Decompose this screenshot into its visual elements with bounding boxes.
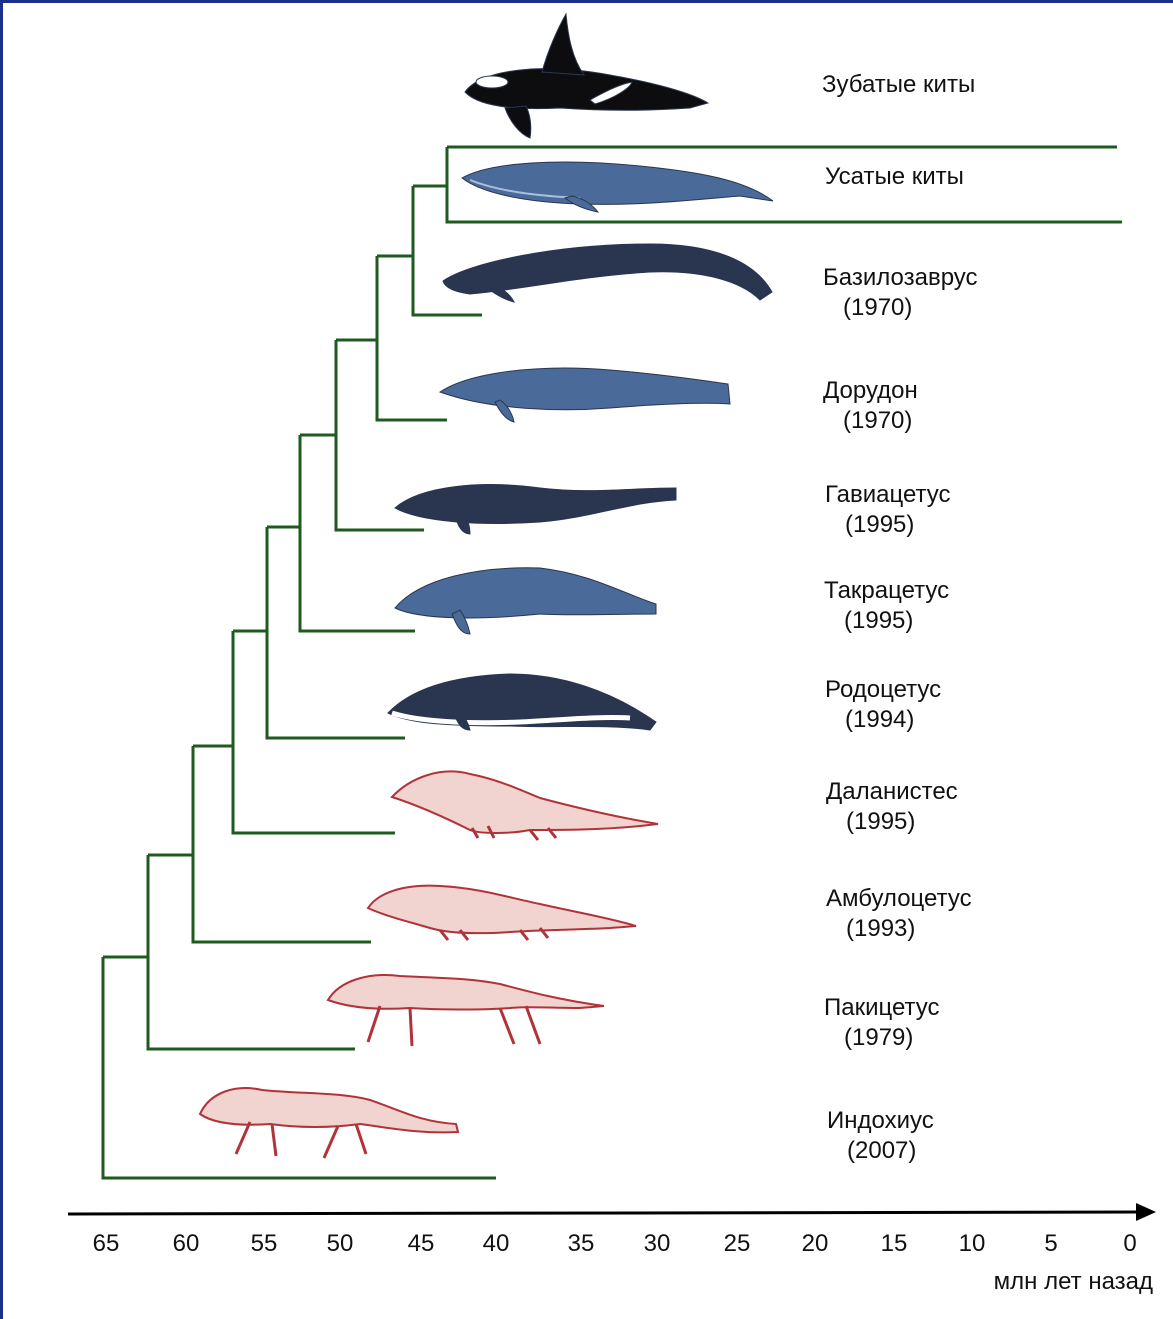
axis-tick-label: 55 <box>251 1230 278 1258</box>
axis-tick-label: 25 <box>724 1230 751 1258</box>
taxon-name: Родоцетус <box>825 676 941 703</box>
taxon-name: Усатые киты <box>825 163 964 190</box>
taxon-name: Гавиацетус <box>825 481 951 508</box>
taxon-label: Даланистес (1995) <box>826 777 958 837</box>
taxon-label: Дорудон (1970) <box>823 376 918 436</box>
taxon-year: (1993) <box>826 914 972 944</box>
indohyus-body <box>200 1088 458 1132</box>
axis-tick-label: 20 <box>802 1230 829 1258</box>
ambulocetus-illustration <box>368 886 636 940</box>
taxon-label: Пакицетус (1979) <box>824 993 940 1053</box>
taxon-year: (2007) <box>827 1136 934 1166</box>
orca-illustration <box>465 14 708 138</box>
axis-tick-label: 50 <box>327 1230 354 1258</box>
branch-stem-4 <box>300 435 415 631</box>
taxon-label: Амбулоцетус (1993) <box>826 884 972 944</box>
taxon-label: Усатые киты <box>825 162 964 192</box>
georgiacetus-body <box>395 485 676 524</box>
taxon-label: Индохиус (2007) <box>827 1106 934 1166</box>
dalanistes-body <box>392 771 658 833</box>
axis-tick-label: 60 <box>173 1230 200 1258</box>
rodhocetus-illustration <box>388 674 656 730</box>
baleen-whale-body <box>462 162 773 204</box>
time-axis-line <box>68 1212 1142 1214</box>
orca-body <box>465 69 708 111</box>
takracetus-illustration <box>395 568 656 634</box>
taxon-name: Даланистес <box>826 778 958 805</box>
taxon-year: (1970) <box>823 293 978 323</box>
taxon-name: Дорудон <box>823 377 918 404</box>
taxon-label: Зубатые киты <box>822 70 975 100</box>
axis-tick-label: 10 <box>959 1230 986 1258</box>
basilosaurus-illustration <box>443 244 772 302</box>
taxon-year: (1995) <box>826 807 958 837</box>
taxon-name: Индохиус <box>827 1107 934 1134</box>
taxon-label: Базилозаврус (1970) <box>823 263 978 323</box>
taxon-name: Базилозаврус <box>823 264 978 291</box>
branch-stem-8 <box>148 855 355 1049</box>
axis-tick-label: 65 <box>93 1230 120 1258</box>
branch-stem-6 <box>233 631 395 833</box>
orca-flipper <box>505 106 531 138</box>
taxon-name: Такрацетус <box>824 577 949 604</box>
time-axis <box>68 1203 1156 1221</box>
taxon-year: (1994) <box>825 705 941 735</box>
dorudon-illustration <box>440 368 730 422</box>
axis-unit-label: млн лет назад <box>994 1268 1153 1296</box>
orca-fin <box>542 14 584 75</box>
taxon-name: Пакицетус <box>824 994 940 1021</box>
ambulocetus-body <box>368 886 636 934</box>
taxon-label: Такрацетус (1995) <box>824 576 949 636</box>
pakicetus-legs <box>368 1006 540 1046</box>
taxon-year: (1995) <box>825 510 951 540</box>
georgiacetus-illustration <box>395 485 676 534</box>
taxon-year: (1970) <box>823 406 918 436</box>
takracetus-body <box>395 568 656 618</box>
baleen-whale-illustration <box>462 162 773 212</box>
indohyus-illustration <box>200 1088 458 1158</box>
dalanistes-illustration <box>392 771 658 840</box>
axis-tick-label: 45 <box>408 1230 435 1258</box>
axis-tick-label: 40 <box>483 1230 510 1258</box>
pakicetus-body <box>328 975 604 1010</box>
taxon-year: (1979) <box>824 1023 940 1053</box>
axis-tick-label: 30 <box>644 1230 671 1258</box>
time-axis-arrowhead <box>1136 1203 1156 1221</box>
taxon-label: Гавиацетус (1995) <box>825 480 951 540</box>
axis-tick-label: 35 <box>568 1230 595 1258</box>
axis-tick-label: 5 <box>1044 1230 1057 1258</box>
taxon-label: Родоцетус (1994) <box>825 675 941 735</box>
taxon-name: Амбулоцетус <box>826 885 972 912</box>
pakicetus-illustration <box>328 975 604 1046</box>
dorudon-body <box>440 368 730 410</box>
orca-eye-patch <box>476 76 508 88</box>
branch-stem-7 <box>193 746 371 942</box>
taxon-year: (1995) <box>824 606 949 636</box>
axis-tick-label: 0 <box>1123 1230 1136 1258</box>
taxon-name: Зубатые киты <box>822 71 975 98</box>
axis-tick-label: 15 <box>881 1230 908 1258</box>
